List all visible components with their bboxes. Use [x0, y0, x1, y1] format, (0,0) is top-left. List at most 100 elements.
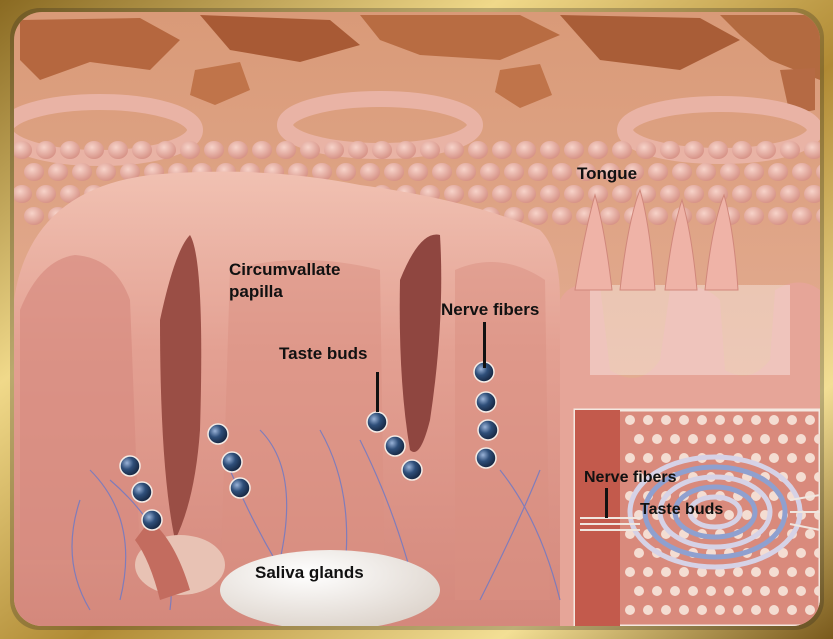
inset-cell	[769, 453, 779, 463]
tongue-surface-bump	[276, 141, 296, 159]
tongue-surface-bump	[24, 163, 44, 181]
tongue-surface-bump	[648, 207, 668, 225]
tongue-surface-bump	[756, 185, 776, 203]
inset-cell	[742, 586, 752, 596]
circumvallate-papilla-label-line2: papilla	[229, 282, 283, 302]
tongue-surface-bump	[384, 163, 404, 181]
inset-cell	[796, 548, 806, 558]
tongue-surface-bump	[504, 163, 524, 181]
inset-cell	[706, 586, 716, 596]
tongue-surface-bump	[492, 185, 512, 203]
tongue-surface-bump	[12, 141, 32, 159]
tongue-surface-bump	[792, 207, 812, 225]
tongue-surface-bump	[72, 163, 92, 181]
tongue-surface-bump	[420, 141, 440, 159]
inset-cell	[715, 605, 725, 615]
tongue-surface-bump	[660, 141, 680, 159]
tongue-surface-bump	[672, 163, 692, 181]
inset-cell	[805, 453, 815, 463]
inset-cell	[715, 415, 725, 425]
inset-cell	[769, 415, 779, 425]
inset-cell	[796, 434, 806, 444]
inset-cell	[625, 567, 635, 577]
inset-cell	[643, 567, 653, 577]
inset-cell	[634, 548, 644, 558]
inset-cell	[634, 434, 644, 444]
inset-cell	[634, 586, 644, 596]
tongue-surface-bump	[372, 141, 392, 159]
inset-nerve-fibers-pointer	[605, 488, 608, 518]
inset-cell	[688, 434, 698, 444]
tongue-surface-bump	[108, 141, 128, 159]
tongue-surface-bump	[468, 185, 488, 203]
tongue-surface-bump	[540, 185, 560, 203]
tongue-surface-bump	[24, 207, 44, 225]
inset-cell	[679, 567, 689, 577]
tongue-surface-bump	[132, 141, 152, 159]
tongue-surface-bump	[732, 141, 752, 159]
tongue-surface-bump	[36, 141, 56, 159]
tongue-surface-bump	[396, 141, 416, 159]
tongue-surface-bump	[540, 141, 560, 159]
inset-cell	[652, 586, 662, 596]
inset-cell	[805, 415, 815, 425]
inset-cell	[661, 415, 671, 425]
tongue-surface-bump	[648, 163, 668, 181]
inset-cell	[724, 510, 734, 520]
tongue-surface-bump	[588, 141, 608, 159]
inset-cell	[751, 415, 761, 425]
tongue-surface-bump	[252, 141, 272, 159]
tongue-surface-bump	[204, 141, 224, 159]
inset-cell	[796, 586, 806, 596]
tongue-surface-bump	[696, 163, 716, 181]
tongue-surface-bump	[720, 163, 740, 181]
inset-cell	[787, 415, 797, 425]
taste-bud-icon	[385, 436, 405, 456]
inset-cell	[625, 605, 635, 615]
tongue-surface-bump	[12, 185, 32, 203]
circumvallate-papilla-label-line1: Circumvallate	[229, 260, 341, 280]
tongue-surface-bump	[156, 141, 176, 159]
inset-cell	[742, 434, 752, 444]
inset-cell	[697, 415, 707, 425]
tongue-surface-bump	[432, 163, 452, 181]
inset-cell	[760, 586, 770, 596]
inset-cell	[661, 605, 671, 615]
tongue-surface-bump	[696, 207, 716, 225]
inset-cell	[643, 453, 653, 463]
tongue-surface-bump	[744, 163, 764, 181]
taste-bud-icon	[142, 510, 162, 530]
tongue-surface-bump	[468, 141, 488, 159]
inset-cell	[643, 605, 653, 615]
inset-cell	[805, 567, 815, 577]
tongue-surface-bump	[564, 185, 584, 203]
inset-cell	[688, 586, 698, 596]
taste-bud-icon	[402, 460, 422, 480]
tongue-surface-bump	[768, 207, 788, 225]
tongue-surface-bump	[732, 185, 752, 203]
inset-cell	[751, 567, 761, 577]
inset-cell	[733, 415, 743, 425]
tongue-surface-bump	[48, 163, 68, 181]
tongue-surface-bump	[480, 163, 500, 181]
nerve-fibers-pointer	[483, 322, 486, 368]
inset-cell	[769, 567, 779, 577]
tongue-surface-bump	[60, 141, 80, 159]
tongue-surface-bump	[612, 185, 632, 203]
tongue-surface-bump	[336, 163, 356, 181]
inset-cell	[751, 605, 761, 615]
tongue-surface-bump	[456, 163, 476, 181]
tongue-surface-bump	[360, 163, 380, 181]
inset-cell	[625, 453, 635, 463]
tongue-surface-bump	[408, 163, 428, 181]
taste-bud-icon	[367, 412, 387, 432]
inset-cell	[670, 434, 680, 444]
tongue-label: Tongue	[577, 164, 637, 184]
tongue-surface-bump	[348, 141, 368, 159]
tongue-surface-bump	[516, 141, 536, 159]
tongue-surface-bump	[660, 185, 680, 203]
tongue-surface-bump	[756, 141, 776, 159]
tongue-surface-bump	[600, 207, 620, 225]
inset-cell	[661, 567, 671, 577]
